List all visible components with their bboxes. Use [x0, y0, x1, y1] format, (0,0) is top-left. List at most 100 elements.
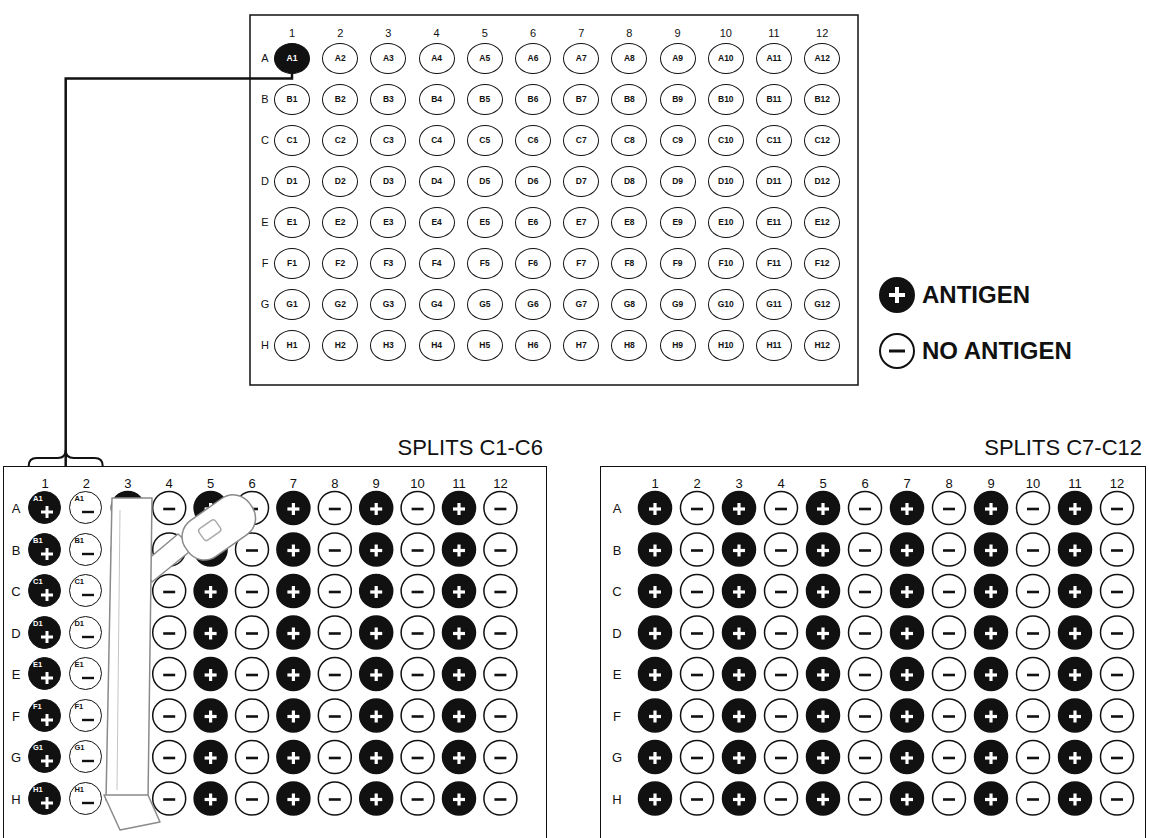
well-label: H8: [624, 341, 635, 350]
plate-well: D1: [274, 166, 310, 197]
plus-sign: [1073, 752, 1076, 764]
antigen-well: [360, 533, 393, 566]
well-label: G1: [74, 744, 84, 752]
plus-sign: [821, 669, 824, 681]
plate-well: E11: [756, 207, 792, 238]
minus-sign: [775, 757, 787, 760]
antigen-well: [1059, 741, 1092, 774]
minus-sign: [329, 674, 341, 677]
column-number: 4: [434, 28, 440, 39]
plate-well: G8: [611, 289, 647, 320]
minus-sign: [494, 632, 506, 635]
plus-sign: [737, 545, 740, 557]
antigen-well: [194, 616, 227, 649]
plus-sign: [457, 503, 460, 515]
empty-well: F1: [69, 699, 102, 732]
plate-well: F7: [563, 248, 599, 279]
well-label: D11: [766, 177, 781, 186]
well-label: C1: [74, 578, 84, 586]
plus-sign: [292, 752, 295, 764]
antigen-well: [639, 782, 672, 815]
pipette-edge: [117, 510, 120, 790]
column-number: 11: [768, 28, 779, 39]
minus-sign: [859, 798, 871, 801]
plus-sign: [457, 752, 460, 764]
empty-well: [681, 699, 714, 732]
pipette-window: [198, 519, 222, 542]
minus-sign: [494, 757, 506, 760]
antigen-well: [277, 741, 310, 774]
row-letter: C: [612, 585, 621, 598]
plus-sign: [821, 711, 824, 723]
plus-sign: [1073, 711, 1076, 723]
antigen-well: [807, 741, 840, 774]
empty-well: [765, 616, 798, 649]
plate-outline: SPLITS C7-C12: [600, 466, 1146, 838]
plus-sign: [1073, 669, 1076, 681]
well-label: D6: [528, 177, 539, 186]
minus-sign: [943, 674, 955, 677]
column-number: 11: [1068, 477, 1082, 490]
minus-sign: [246, 591, 258, 594]
minus-sign: [82, 635, 94, 637]
column-number: 4: [166, 477, 173, 490]
plate-well: D12: [804, 166, 840, 197]
minus-sign: [943, 715, 955, 718]
plate-well: E5: [467, 207, 503, 238]
well-label: A11: [766, 54, 781, 63]
plate-well: F8: [611, 248, 647, 279]
plus-sign: [457, 669, 460, 681]
empty-well: [236, 616, 269, 649]
minus-sign: [943, 591, 955, 594]
well-label: E9: [672, 218, 682, 227]
plus-sign: [1073, 545, 1076, 557]
well-label: E6: [528, 218, 538, 227]
column-number: 3: [735, 477, 742, 490]
antigen-well: [975, 741, 1008, 774]
empty-well: [401, 575, 434, 608]
plus-sign: [905, 794, 908, 806]
minus-sign: [82, 511, 94, 513]
plus-sign: [375, 545, 378, 557]
well-label: F2: [335, 259, 345, 268]
minus-sign: [859, 715, 871, 718]
empty-well: E1: [69, 657, 102, 690]
empty-well: [933, 658, 966, 691]
plate-well: H10: [708, 330, 744, 361]
well-label: C1: [287, 136, 298, 145]
plate-well: D3: [370, 166, 406, 197]
minus-sign: [246, 715, 258, 718]
plus-sign: [46, 506, 49, 518]
well-label: H4: [431, 341, 442, 350]
plate-well: C10: [708, 125, 744, 156]
minus-sign: [329, 632, 341, 635]
empty-well: [401, 616, 434, 649]
plate-well: A8: [611, 43, 647, 74]
well-label: G5: [479, 300, 490, 309]
minus-sign: [775, 549, 787, 552]
column-number: 12: [493, 477, 507, 490]
legend-text: ANTIGEN: [922, 283, 1030, 307]
column-number: 1: [41, 477, 48, 490]
empty-well: [236, 699, 269, 732]
antigen-well: [891, 782, 924, 815]
column-number: 2: [83, 477, 90, 490]
well-label: G11: [766, 300, 782, 309]
minus-sign: [163, 798, 175, 801]
antigen-well: [723, 741, 756, 774]
plus-sign: [989, 711, 992, 723]
minus-sign: [494, 715, 506, 718]
plate-heading: SPLITS C1-C6: [398, 436, 544, 460]
plate-well: D8: [611, 166, 647, 197]
antigen-well: [1059, 658, 1092, 691]
minus-sign: [691, 508, 703, 511]
row-letter: B: [12, 543, 21, 556]
minus-sign: [1027, 798, 1039, 801]
plus-sign: [905, 711, 908, 723]
plus-sign: [989, 669, 992, 681]
empty-well: [849, 575, 882, 608]
minus-sign: [775, 591, 787, 594]
empty-well: [318, 492, 351, 525]
empty-well: [484, 616, 517, 649]
minus-sign: [691, 798, 703, 801]
